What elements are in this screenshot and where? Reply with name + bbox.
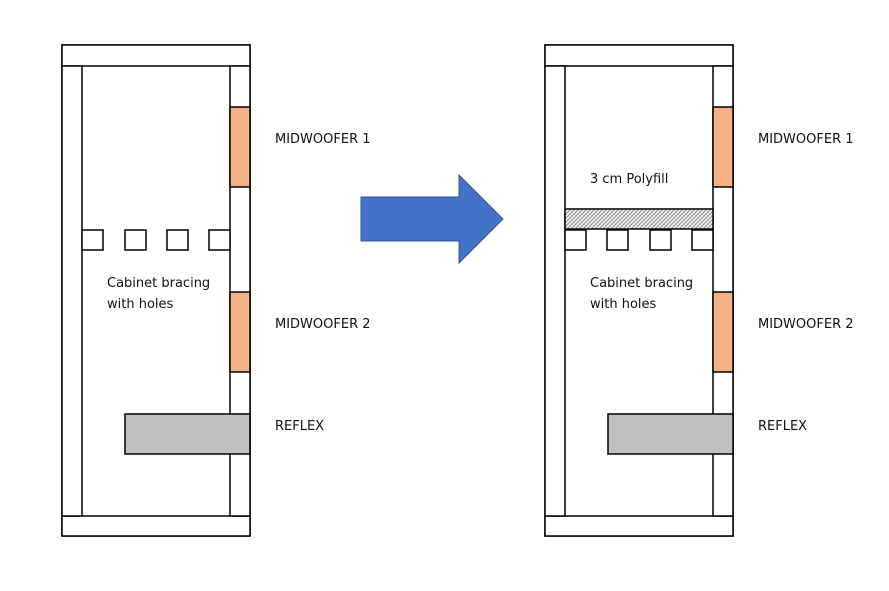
right-cabinet-left-panel	[544, 65, 566, 517]
left-cabinet-top-panel	[61, 44, 251, 67]
polyfill-layer	[564, 208, 714, 230]
left-bracing-label-line2: with holes	[107, 297, 174, 312]
right-midwoofer-2	[712, 291, 734, 373]
right-bracing-hole	[649, 229, 672, 251]
left-cabinet	[61, 44, 251, 537]
right-bracing	[564, 229, 714, 251]
polyfill-label: 3 cm Polyfill	[590, 172, 668, 187]
right-midwoofer-1-label: MIDWOOFER 1	[758, 132, 854, 147]
left-midwoofer-1-label: MIDWOOFER 1	[275, 132, 371, 147]
right-reflex-label: REFLEX	[758, 419, 807, 434]
left-bracing	[81, 229, 231, 251]
left-bracing-hole	[208, 229, 231, 251]
right-bracing-hole	[564, 229, 587, 251]
right-bracing-label-line1: Cabinet bracing	[590, 276, 693, 291]
left-reflex-label: REFLEX	[275, 419, 324, 434]
right-cabinet-bottom-panel	[544, 515, 734, 537]
left-bracing-label-line1: Cabinet bracing	[107, 276, 210, 291]
left-cabinet-bottom-panel	[61, 515, 251, 537]
left-midwoofer-2-label: MIDWOOFER 2	[275, 317, 371, 332]
right-reflex-port	[607, 413, 734, 455]
right-cabinet	[544, 44, 734, 537]
right-bracing-hole	[606, 229, 629, 251]
left-bracing-hole	[166, 229, 189, 251]
left-bracing-hole	[81, 229, 104, 251]
left-cabinet-left-panel	[61, 65, 83, 517]
right-midwoofer-1	[712, 106, 734, 188]
right-bracing-hole	[691, 229, 714, 251]
right-arrow-icon	[360, 173, 504, 265]
left-midwoofer-1	[229, 106, 251, 188]
left-midwoofer-2	[229, 291, 251, 373]
left-reflex-port	[124, 413, 251, 455]
right-midwoofer-2-label: MIDWOOFER 2	[758, 317, 854, 332]
left-bracing-hole	[124, 229, 147, 251]
right-bracing-label-line2: with holes	[590, 297, 657, 312]
right-cabinet-top-panel	[544, 44, 734, 67]
